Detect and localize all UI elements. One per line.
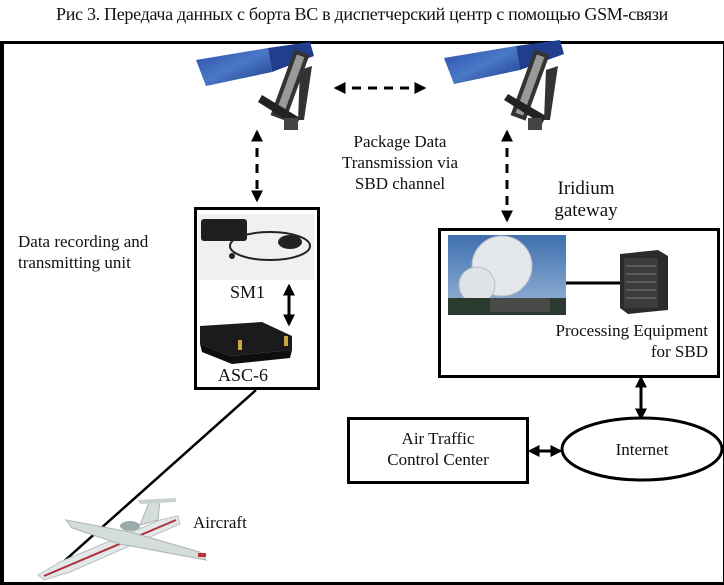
atc-label: Air Traffic Control Center bbox=[350, 428, 526, 470]
unit-line-1: Data recording and bbox=[18, 232, 149, 251]
package-line-2: Transmission via bbox=[341, 153, 459, 172]
gateway-line-2: gateway bbox=[554, 200, 618, 221]
ground-station-icon bbox=[448, 235, 566, 315]
sm1-device-icon bbox=[198, 214, 314, 280]
unit-line-2: transmitting unit bbox=[18, 253, 131, 272]
processing-equipment-label: Processing Equipment for SBD bbox=[520, 320, 708, 362]
iridium-gateway-box bbox=[438, 228, 720, 378]
processing-line-1: Processing Equipment bbox=[555, 321, 708, 340]
asc6-label: ASC-6 bbox=[218, 365, 269, 385]
package-line-3: SBD channel bbox=[354, 174, 446, 193]
iridium-gateway-label: Iridium gateway bbox=[536, 178, 636, 222]
unit-aircraft-link bbox=[61, 389, 257, 564]
server-icon bbox=[620, 250, 668, 314]
satellite-2-icon bbox=[444, 40, 564, 130]
sm1-label: SM1 bbox=[230, 282, 266, 302]
atc-line-1: Air Traffic bbox=[401, 429, 475, 448]
processing-line-2: for SBD bbox=[650, 342, 708, 361]
package-line-1: Package Data bbox=[353, 132, 447, 151]
data-unit-box bbox=[194, 207, 320, 390]
satellite-1-icon bbox=[196, 42, 314, 130]
package-transmission-label: Package Data Transmission via SBD channe… bbox=[320, 131, 480, 194]
aircraft-label: Aircraft bbox=[193, 513, 247, 532]
aircraft-icon bbox=[37, 498, 208, 581]
figure-caption: Рис 3. Передача данных с борта ВС в дисп… bbox=[56, 4, 668, 24]
asc6-device-icon bbox=[200, 322, 292, 364]
atc-line-2: Control Center bbox=[387, 450, 489, 469]
internet-node bbox=[560, 416, 724, 482]
atc-box bbox=[347, 417, 529, 484]
internet-label: Internet bbox=[615, 440, 669, 459]
gateway-line-1: Iridium bbox=[557, 178, 615, 199]
data-unit-label: Data recording and transmitting unit bbox=[18, 231, 148, 273]
